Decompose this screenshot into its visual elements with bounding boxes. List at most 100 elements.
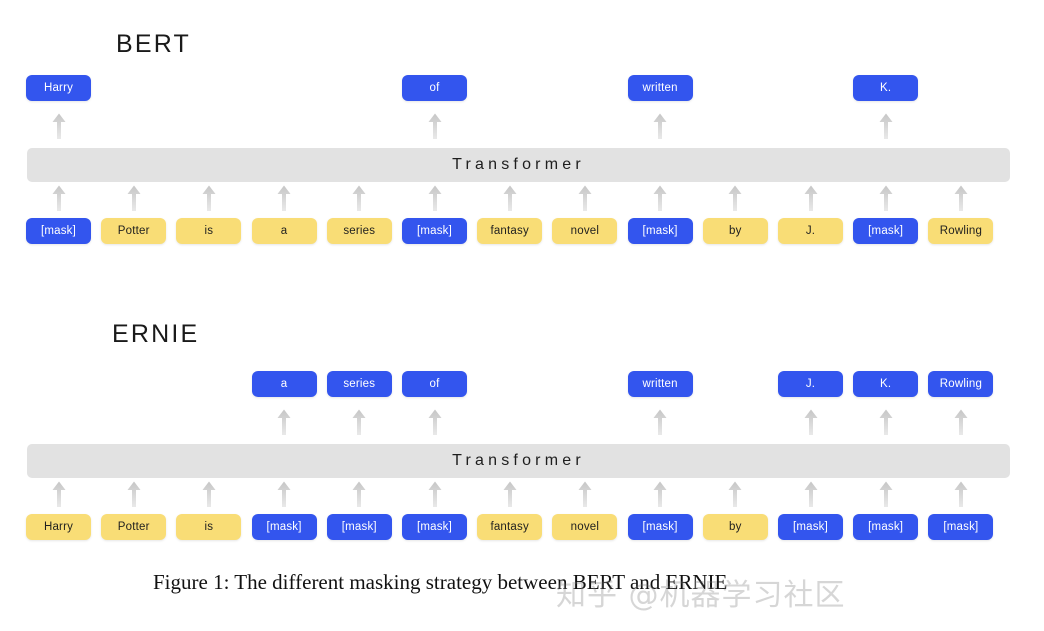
ernie-output-token: of [402, 371, 467, 397]
up-arrow-icon [428, 409, 442, 435]
token-label: Potter [117, 521, 150, 533]
ernie-input-token: Potter [101, 514, 167, 540]
up-arrow-icon [202, 185, 216, 211]
ernie-transformer-block: Transformer [27, 444, 1010, 478]
ernie-input-token: [mask] [402, 514, 467, 540]
token-label: fantasy [490, 521, 529, 533]
ernie-input-token: fantasy [477, 514, 543, 540]
token-label: [mask] [868, 521, 904, 533]
bert-output-token: Harry [26, 75, 91, 101]
ernie-input-token: [mask] [853, 514, 919, 540]
token-label: series [343, 225, 376, 237]
token-label: [mask] [40, 225, 77, 237]
up-arrow-icon [277, 481, 291, 507]
token-label: of [429, 378, 440, 390]
bert-input-token: Rowling [928, 218, 994, 244]
up-arrow-icon [879, 185, 893, 211]
up-arrow-icon [728, 185, 742, 211]
bert-transformer-block: Transformer [27, 148, 1010, 182]
ernie-output-token: Rowling [928, 371, 994, 397]
ernie-input-token: is [176, 514, 242, 540]
up-arrow-icon [804, 409, 818, 435]
token-label: a [280, 378, 288, 390]
up-arrow-icon [804, 185, 818, 211]
bert-input-token: [mask] [26, 218, 91, 244]
bert-output-token: K. [853, 75, 919, 101]
token-label: novel [570, 225, 600, 237]
up-arrow-icon [804, 481, 818, 507]
figure-caption: Figure 1: The different masking strategy… [153, 570, 728, 594]
up-arrow-icon [352, 185, 366, 211]
up-arrow-icon [578, 481, 592, 507]
ernie-input-token: [mask] [326, 514, 392, 540]
bert-input-token: by [702, 218, 768, 244]
token-label: fantasy [490, 225, 529, 237]
up-arrow-icon [653, 185, 667, 211]
bert-output-token: of [402, 75, 467, 101]
token-label: [mask] [642, 225, 678, 237]
ernie-input-token: novel [552, 514, 618, 540]
ernie-input-token: [mask] [778, 514, 843, 540]
bert-input-token: a [251, 218, 317, 244]
token-label: written [642, 82, 678, 94]
token-label: J. [805, 225, 816, 237]
up-arrow-icon [352, 409, 366, 435]
up-arrow-icon [52, 481, 66, 507]
token-label: [mask] [943, 521, 979, 533]
up-arrow-icon [52, 185, 66, 211]
up-arrow-icon [277, 185, 291, 211]
up-arrow-icon [428, 113, 442, 139]
token-label: [mask] [416, 225, 453, 237]
token-label: [mask] [792, 521, 829, 533]
ernie-output-token: J. [778, 371, 843, 397]
token-label: Potter [117, 225, 150, 237]
token-label: is [204, 225, 214, 237]
up-arrow-icon [653, 481, 667, 507]
up-arrow-icon [728, 481, 742, 507]
token-label: written [642, 378, 678, 390]
up-arrow-icon [352, 481, 366, 507]
token-label: [mask] [868, 225, 904, 237]
bert-input-token: [mask] [853, 218, 919, 244]
ernie-output-token: K. [853, 371, 919, 397]
up-arrow-icon [954, 481, 968, 507]
token-label: novel [570, 521, 600, 533]
up-arrow-icon [653, 113, 667, 139]
token-label: a [280, 225, 288, 237]
bert-input-token: is [176, 218, 242, 244]
token-label: [mask] [341, 521, 377, 533]
up-arrow-icon [503, 481, 517, 507]
up-arrow-icon [578, 185, 592, 211]
up-arrow-icon [879, 409, 893, 435]
ernie-input-token: [mask] [627, 514, 693, 540]
token-label: by [729, 225, 742, 237]
token-label: [mask] [416, 521, 453, 533]
bert-input-token: series [326, 218, 392, 244]
ernie-output-token: series [326, 371, 392, 397]
up-arrow-icon [503, 185, 517, 211]
up-arrow-icon [428, 185, 442, 211]
token-label: K. [880, 378, 892, 390]
bert-output-token: written [627, 75, 693, 101]
ernie-input-token: Harry [26, 514, 91, 540]
bert-input-token: J. [778, 218, 843, 244]
token-label: [mask] [266, 521, 302, 533]
token-label: series [343, 378, 376, 390]
token-label: of [429, 82, 440, 94]
token-label: Harry [43, 82, 74, 94]
ernie-input-token: [mask] [928, 514, 994, 540]
ernie-output-token: a [251, 371, 317, 397]
up-arrow-icon [127, 185, 141, 211]
up-arrow-icon [954, 185, 968, 211]
up-arrow-icon [653, 409, 667, 435]
up-arrow-icon [879, 481, 893, 507]
bert-section-title: BERT [116, 30, 192, 58]
token-label: K. [880, 82, 892, 94]
bert-input-token: [mask] [402, 218, 467, 244]
token-label: J. [805, 378, 816, 390]
up-arrow-icon [954, 409, 968, 435]
up-arrow-icon [127, 481, 141, 507]
up-arrow-icon [52, 113, 66, 139]
up-arrow-icon [277, 409, 291, 435]
